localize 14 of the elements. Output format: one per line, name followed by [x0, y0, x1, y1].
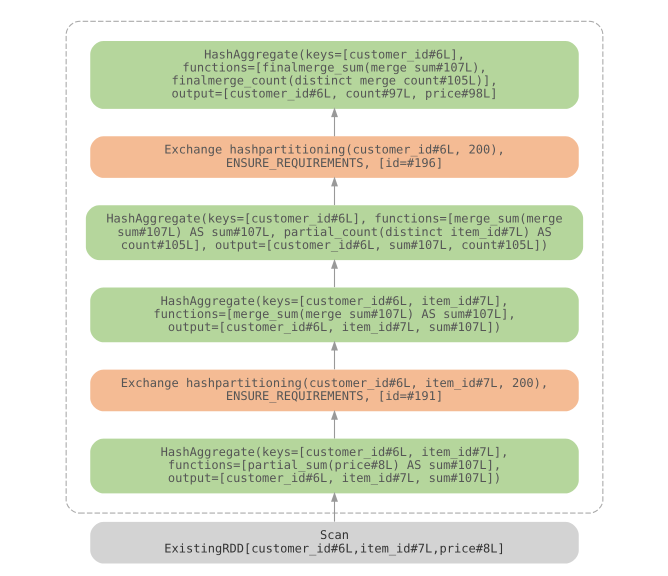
node-box: HashAggregate(keys=[customer_id#6L], functions=[merge_sum(merge sum#107L) AS sum#107L, partial_count(distinct item_id#7L) AS count#105L], output=[customer_id#6L, sum#107L, count#105L]): [85, 205, 583, 260]
arrow: [330, 107, 338, 136]
node-box: HashAggregate(keys=[customer_id#6L, item_id#7L], functions=[partial_sum(price#8L) AS sum#107L], output=[customer_id#6L, item_id#7L, sum#107L]): [90, 438, 578, 494]
arrow: [330, 176, 338, 206]
cluster: [65, 20, 603, 514]
node-box: HashAggregate(keys=[customer_id#6L], functions=[finalmerge_sum(merge sum#107L), finalmerge_count(distinct merge count#105L)], output=[customer_id#6L, count#97L, price#98L]: [90, 41, 578, 109]
node-box: Scan ExistingRDD[customer_id#6L,item_id#7L,price#8L]: [90, 522, 578, 564]
arrow: [330, 492, 338, 522]
arrow: [330, 410, 338, 438]
node-box: Exchange hashpartitioning(customer_id#6L, item_id#7L, 200), ENSURE_REQUIREMENTS, [id=#191]: [90, 370, 578, 412]
node-box: Exchange hashpartitioning(customer_id#6L, 200), ENSURE_REQUIREMENTS, [id=#196]: [90, 136, 578, 178]
node-box: HashAggregate(keys=[customer_id#6L, item_id#7L], functions=[merge_sum(merge sum#107L) AS sum#107L], output=[customer_id#6L, item_id#7L, sum#107L]): [90, 287, 578, 342]
arrow: [330, 340, 338, 370]
arrow: [330, 258, 338, 288]
